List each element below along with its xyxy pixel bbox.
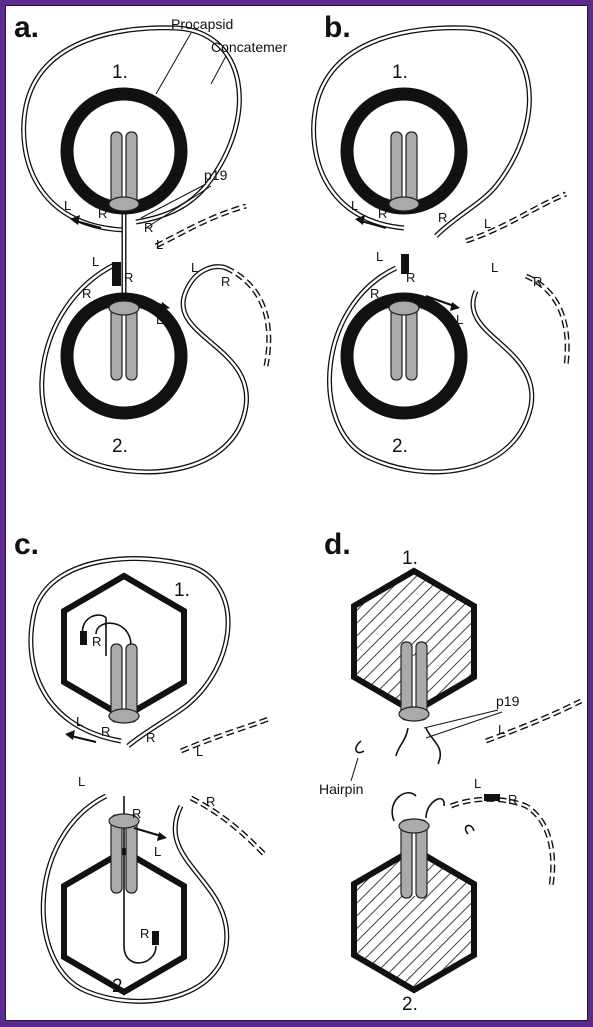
end-r-b5: R <box>533 274 542 289</box>
portal-1-b <box>388 131 420 212</box>
procapsid-2-a <box>60 292 188 420</box>
capsid-1-number-c: 1. <box>174 580 190 601</box>
end-r-a5: R <box>221 274 230 289</box>
p19-label-a: p19 <box>204 167 228 183</box>
end-l-d1: L <box>498 722 505 737</box>
end-l-a5: L <box>191 260 198 275</box>
panel-b: b. 1. 2. L R R L L R R L L R <box>311 11 570 475</box>
portal-2-b <box>388 300 420 381</box>
panel-c-label: c. <box>14 528 39 561</box>
procapsid-label: Procapsid <box>171 16 233 32</box>
procapsid-2-b <box>340 292 468 420</box>
capsid-2-number-a: 2. <box>112 436 128 457</box>
end-l-a1: L <box>64 198 71 213</box>
end-l-b4: L <box>456 312 463 327</box>
p19-label-d: p19 <box>496 693 520 709</box>
end-r-a3: R <box>82 286 91 301</box>
packaging-diagram: a. 1. 2. Procapsid Concatemer p19 L R <box>14 11 583 1015</box>
end-r-c2: R <box>140 926 149 941</box>
end-l-a4: L <box>156 312 163 327</box>
panel-a: a. 1. 2. Procapsid Concatemer p19 L R <box>14 11 288 475</box>
capsid-1-number-b: 1. <box>392 62 408 83</box>
end-r-c1: R <box>92 634 101 649</box>
panel-a-label: a. <box>14 11 39 44</box>
panel-b-label: b. <box>324 11 351 44</box>
end-r-c3: R <box>101 724 110 739</box>
end-r-c4: R <box>146 730 155 745</box>
end-l-b5: L <box>491 260 498 275</box>
capsid-2-number-b: 2. <box>392 436 408 457</box>
capsid-2-number-c: 2. <box>112 976 128 997</box>
end-r-b2: R <box>438 210 447 225</box>
procapsid-1-a <box>60 87 188 215</box>
end-r-b3: R <box>406 270 415 285</box>
capsid-1-number-a: 1. <box>112 62 128 83</box>
end-r-b1: R <box>378 206 387 221</box>
end-l-c3: L <box>78 774 85 789</box>
capsid-1-number-d: 1. <box>402 548 418 569</box>
end-l-d2: L <box>474 776 481 791</box>
filled-capsid-2-d <box>351 845 477 994</box>
concatemer-label: Concatemer <box>211 39 288 55</box>
panel-d-label: d. <box>324 528 351 561</box>
end-l-c2: L <box>196 744 203 759</box>
end-r-a2: R <box>144 220 153 235</box>
portal-1-a <box>108 131 140 212</box>
end-l-a2: L <box>156 237 163 252</box>
end-r-a4: R <box>124 270 133 285</box>
capsid-1-c <box>61 572 187 721</box>
end-r-b4: R <box>370 286 379 301</box>
end-l-b3: L <box>376 249 383 264</box>
panel-c: c. R 1. R 2. L R R L L R R L <box>14 528 272 1004</box>
end-r-a1: R <box>98 206 107 221</box>
end-r-c6: R <box>132 806 141 821</box>
end-r-d1: R <box>508 792 517 807</box>
procapsid-1-b <box>340 87 468 215</box>
hairpin-label: Hairpin <box>319 781 363 797</box>
terminase-a <box>112 262 121 286</box>
panel-d: d. 1. 2. Hairpin p19 L L R <box>319 528 583 1015</box>
capsid-2-number-d: 2. <box>402 994 418 1015</box>
end-l-a3: L <box>92 254 99 269</box>
portal-2-a <box>108 300 140 381</box>
end-r-c5: R <box>206 794 215 809</box>
end-l-b1: L <box>351 198 358 213</box>
end-l-c4: L <box>154 844 161 859</box>
end-l-b2: L <box>484 216 491 231</box>
end-l-c1: L <box>76 714 83 729</box>
figure-frame: a. 1. 2. Procapsid Concatemer p19 L R <box>5 5 588 1021</box>
